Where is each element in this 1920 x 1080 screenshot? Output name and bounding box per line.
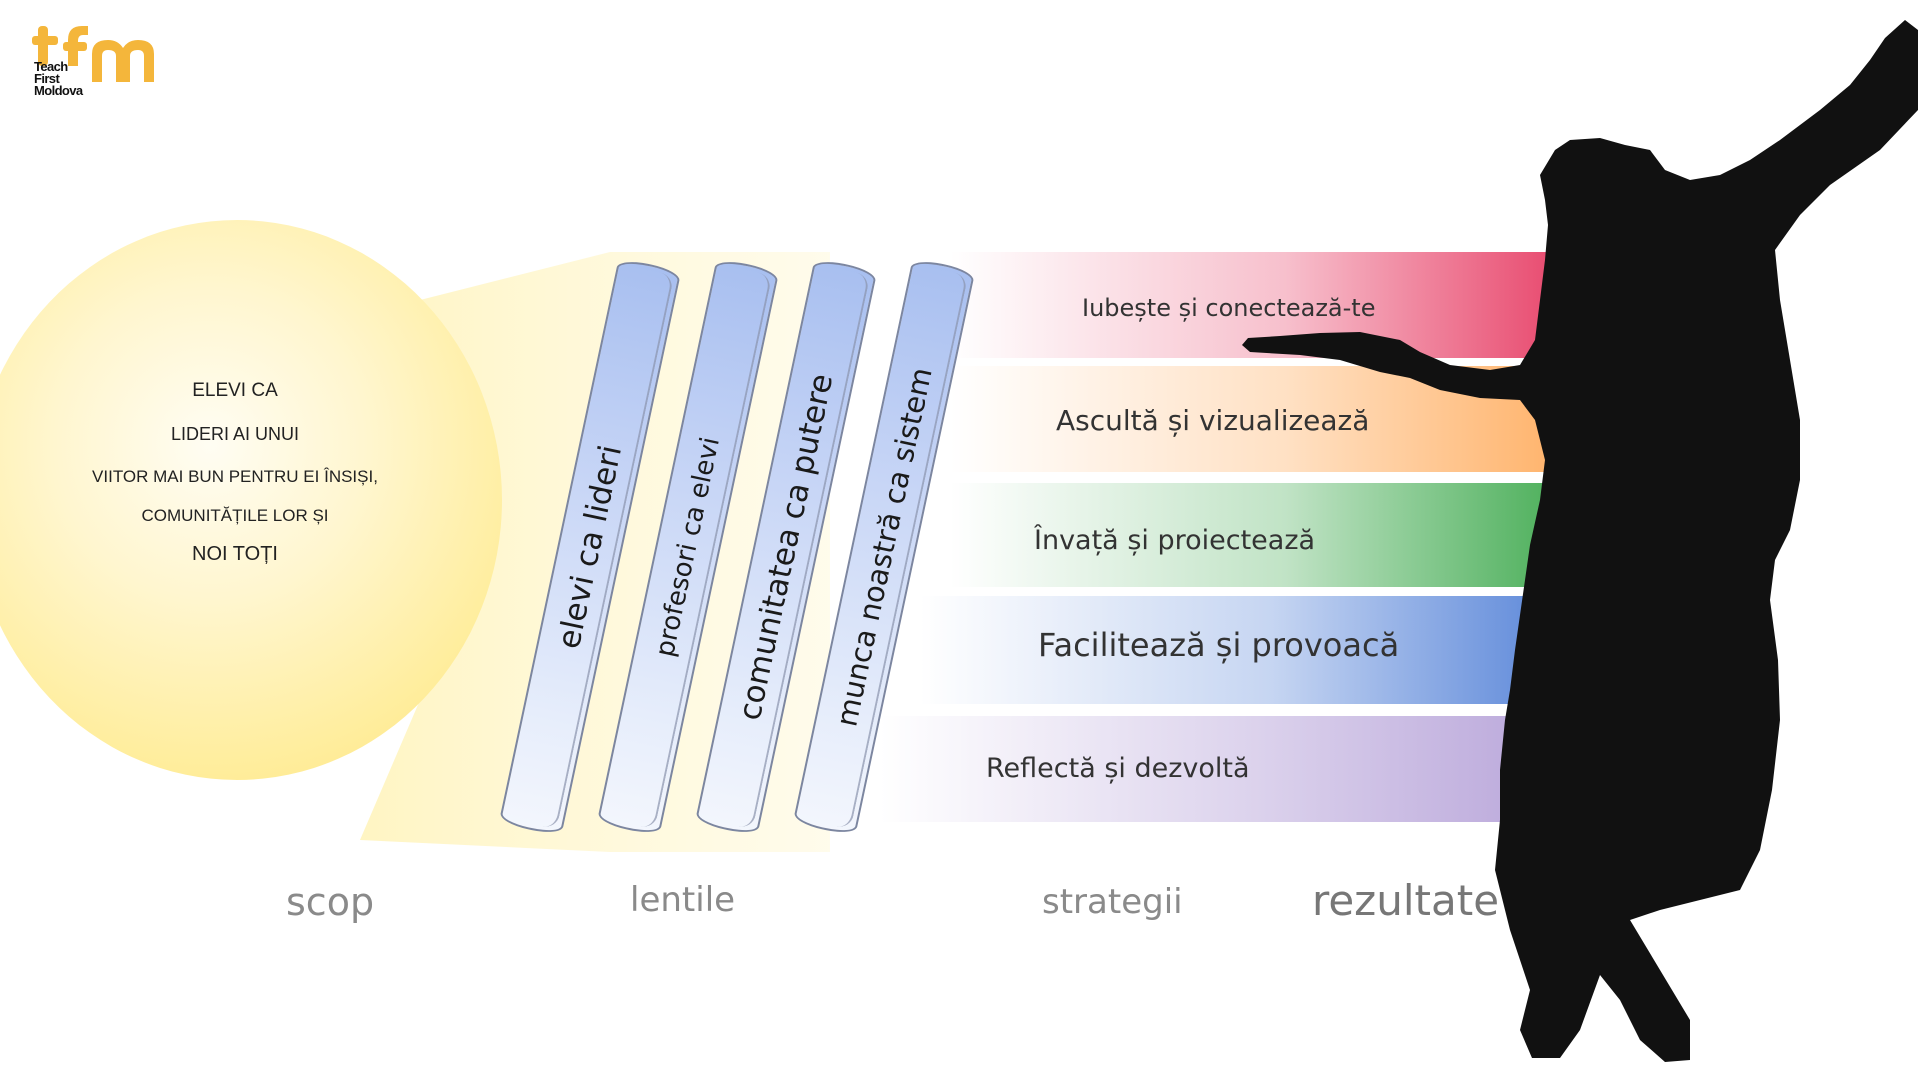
purpose-line-2: LIDERI AI UNUI <box>170 424 300 444</box>
column-heading-scope: scop <box>286 880 375 924</box>
purpose-line-4: COMUNITĂȚILE LOR ȘI <box>141 506 329 525</box>
strategy-label-reflect: Reflectă și dezvoltă <box>986 753 1250 784</box>
strategy-label-facilitate: Facilitează și provoacă <box>1038 626 1400 664</box>
logo-line-2: First <box>34 71 60 86</box>
strategy-label-learn: Învață și proiectează <box>1034 525 1316 556</box>
purpose-line-5: NOI TOȚI <box>192 543 278 565</box>
strategy-band-facilitate <box>920 596 1560 704</box>
jumping-person-silhouette-icon <box>1242 20 1918 1062</box>
logo-line-1: Teach <box>34 59 68 74</box>
column-heading-results: rezultate <box>1312 876 1500 925</box>
purpose-circle <box>0 220 502 780</box>
column-heading-strategies: strategii <box>1042 882 1183 922</box>
strategy-band-reflect <box>880 716 1560 822</box>
logo-line-3: Moldova <box>34 83 83 98</box>
tfm-logo: Teach First Moldova <box>30 20 160 110</box>
purpose-text: ELEVI CA LIDERI AI UNUI VIITOR MAI BUN P… <box>40 380 430 566</box>
strategy-band-learn <box>950 483 1560 587</box>
purpose-line-3: VIITOR MAI BUN PENTRU EI ÎNSIȘI, <box>92 467 378 486</box>
strategy-label-listen: Ascultă și vizualizează <box>1056 404 1370 437</box>
purpose-line-1: ELEVI CA <box>192 380 278 401</box>
strategy-label-love: Iubește și conectează-te <box>1082 294 1376 322</box>
tfm-logo-mark-icon <box>32 26 154 82</box>
column-heading-lenses: lentile <box>630 880 736 920</box>
